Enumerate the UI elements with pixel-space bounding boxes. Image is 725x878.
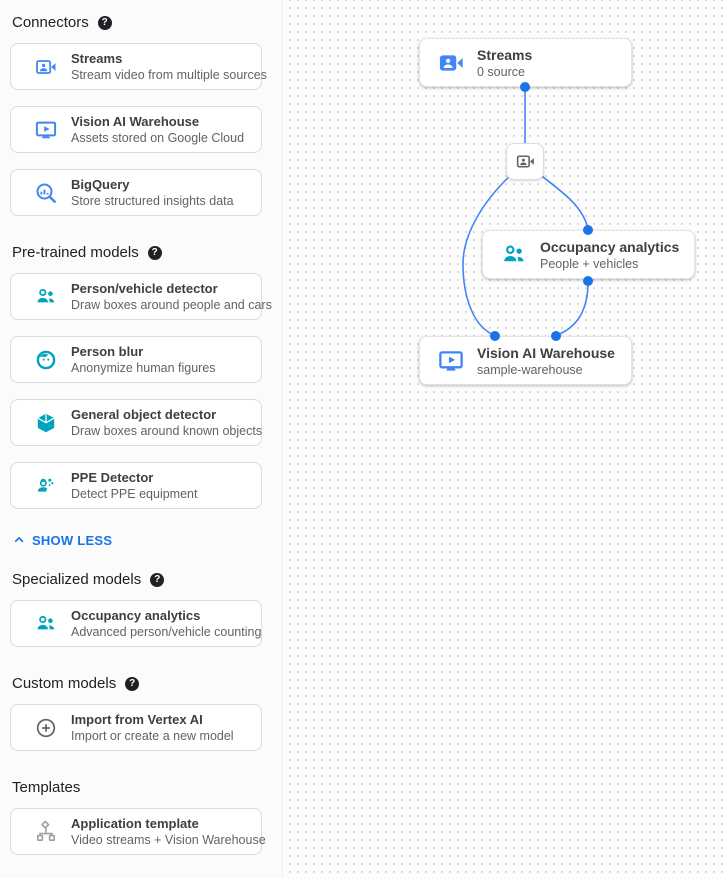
section-header-custom-models: Custom models ? (12, 674, 280, 694)
card-title: Occupancy analytics (71, 608, 201, 623)
people-icon (34, 285, 58, 309)
card-subtitle: Anonymize human figures (71, 361, 216, 375)
card-subtitle: Stream video from multiple sources (71, 68, 267, 82)
cube-icon (34, 411, 58, 435)
card-occupancy-analytics[interactable]: Occupancy analytics Advanced person/vehi… (10, 600, 262, 647)
card-subtitle: Draw boxes around people and cars (71, 298, 272, 312)
card-general-object-detector[interactable]: General object detector Draw boxes aroun… (10, 399, 262, 446)
node-vision-ai-warehouse[interactable]: Vision AI Warehouse sample-warehouse (419, 336, 632, 385)
node-streams[interactable]: Streams 0 source (419, 38, 632, 87)
video-camera-icon (34, 55, 58, 79)
component-palette-sidebar: Connectors ? Streams Stream video from m… (0, 0, 283, 878)
card-person-blur[interactable]: Person blur Anonymize human figures (10, 336, 262, 383)
card-person-vehicle-detector[interactable]: Person/vehicle detector Draw boxes aroun… (10, 273, 272, 320)
plus-circle-icon (34, 716, 58, 740)
card-subtitle: Advanced person/vehicle counting (71, 625, 262, 639)
card-title: PPE Detector (71, 470, 154, 485)
node-stream-camera[interactable] (506, 143, 544, 180)
card-subtitle: Import or create a new model (71, 729, 234, 743)
card-ppe-detector[interactable]: PPE Detector Detect PPE equipment (10, 462, 262, 509)
people-icon (500, 241, 528, 269)
card-title: Application template (71, 816, 199, 831)
warehouse-monitor-icon (34, 118, 58, 142)
edge-occupancy-to-warehouse (556, 281, 589, 336)
edge-camera-to-occupancy (538, 173, 589, 229)
section-header-specialized-models: Specialized models ? (12, 570, 280, 590)
help-icon[interactable]: ? (125, 677, 140, 691)
section-header-pretrained-models: Pre-trained models ? (12, 243, 280, 263)
section-title: Templates (12, 779, 81, 796)
card-subtitle: Video streams + Vision Warehouse (71, 833, 266, 847)
card-streams[interactable]: Streams Stream video from multiple sourc… (10, 43, 267, 90)
connection-dots (490, 82, 593, 341)
person-blur-icon (34, 348, 58, 372)
card-title: General object detector (71, 407, 217, 422)
bigquery-icon (34, 181, 58, 205)
node-subtitle: People + vehicles (540, 256, 639, 271)
section-header-connectors: Connectors ? (12, 13, 280, 33)
edge-lines (462, 87, 589, 336)
card-subtitle: Store structured insights data (71, 194, 234, 208)
section-title: Pre-trained models (12, 244, 139, 261)
warehouse-monitor-icon (437, 347, 465, 375)
section-title: Specialized models (12, 571, 142, 588)
tree-icon (34, 820, 58, 844)
card-title: Streams (71, 51, 123, 66)
node-occupancy-analytics[interactable]: Occupancy analytics People + vehicles (482, 230, 695, 279)
card-title: Person blur (71, 344, 144, 359)
card-title: BigQuery (71, 177, 130, 192)
chevron-up-icon (12, 533, 26, 547)
card-subtitle: Detect PPE equipment (71, 487, 198, 501)
card-subtitle: Draw boxes around known objects (71, 424, 263, 438)
show-less-toggle[interactable]: SHOW LESS (12, 532, 112, 548)
help-icon[interactable]: ? (150, 573, 165, 587)
card-title: Person/vehicle detector (71, 281, 218, 296)
ppe-icon (34, 474, 58, 498)
node-title: Occupancy analytics (540, 238, 680, 255)
people-icon (34, 612, 58, 636)
card-application-template[interactable]: Application template Video streams + Vis… (10, 808, 266, 855)
show-less-label: SHOW LESS (32, 532, 113, 548)
card-subtitle: Assets stored on Google Cloud (71, 131, 245, 145)
card-import-from-vertex-ai[interactable]: Import from Vertex AI Import or create a… (10, 704, 262, 751)
node-title: Streams (477, 46, 533, 63)
help-icon[interactable]: ? (147, 246, 162, 260)
section-header-templates: Templates (12, 778, 280, 798)
node-subtitle: sample-warehouse (477, 362, 583, 377)
section-title: Custom models (12, 675, 117, 692)
help-icon[interactable]: ? (97, 16, 112, 30)
section-title: Connectors (12, 14, 89, 31)
flow-canvas[interactable]: Streams 0 source Occupancy analytics Peo… (283, 0, 725, 878)
node-subtitle: 0 source (477, 64, 525, 79)
card-title: Import from Vertex AI (71, 712, 203, 727)
video-camera-icon (515, 151, 536, 172)
node-title: Vision AI Warehouse (477, 344, 615, 361)
video-camera-icon (437, 49, 465, 77)
card-vision-ai-warehouse[interactable]: Vision AI Warehouse Assets stored on Goo… (10, 106, 262, 153)
card-title: Vision AI Warehouse (71, 114, 200, 129)
card-bigquery[interactable]: BigQuery Store structured insights data (10, 169, 262, 216)
